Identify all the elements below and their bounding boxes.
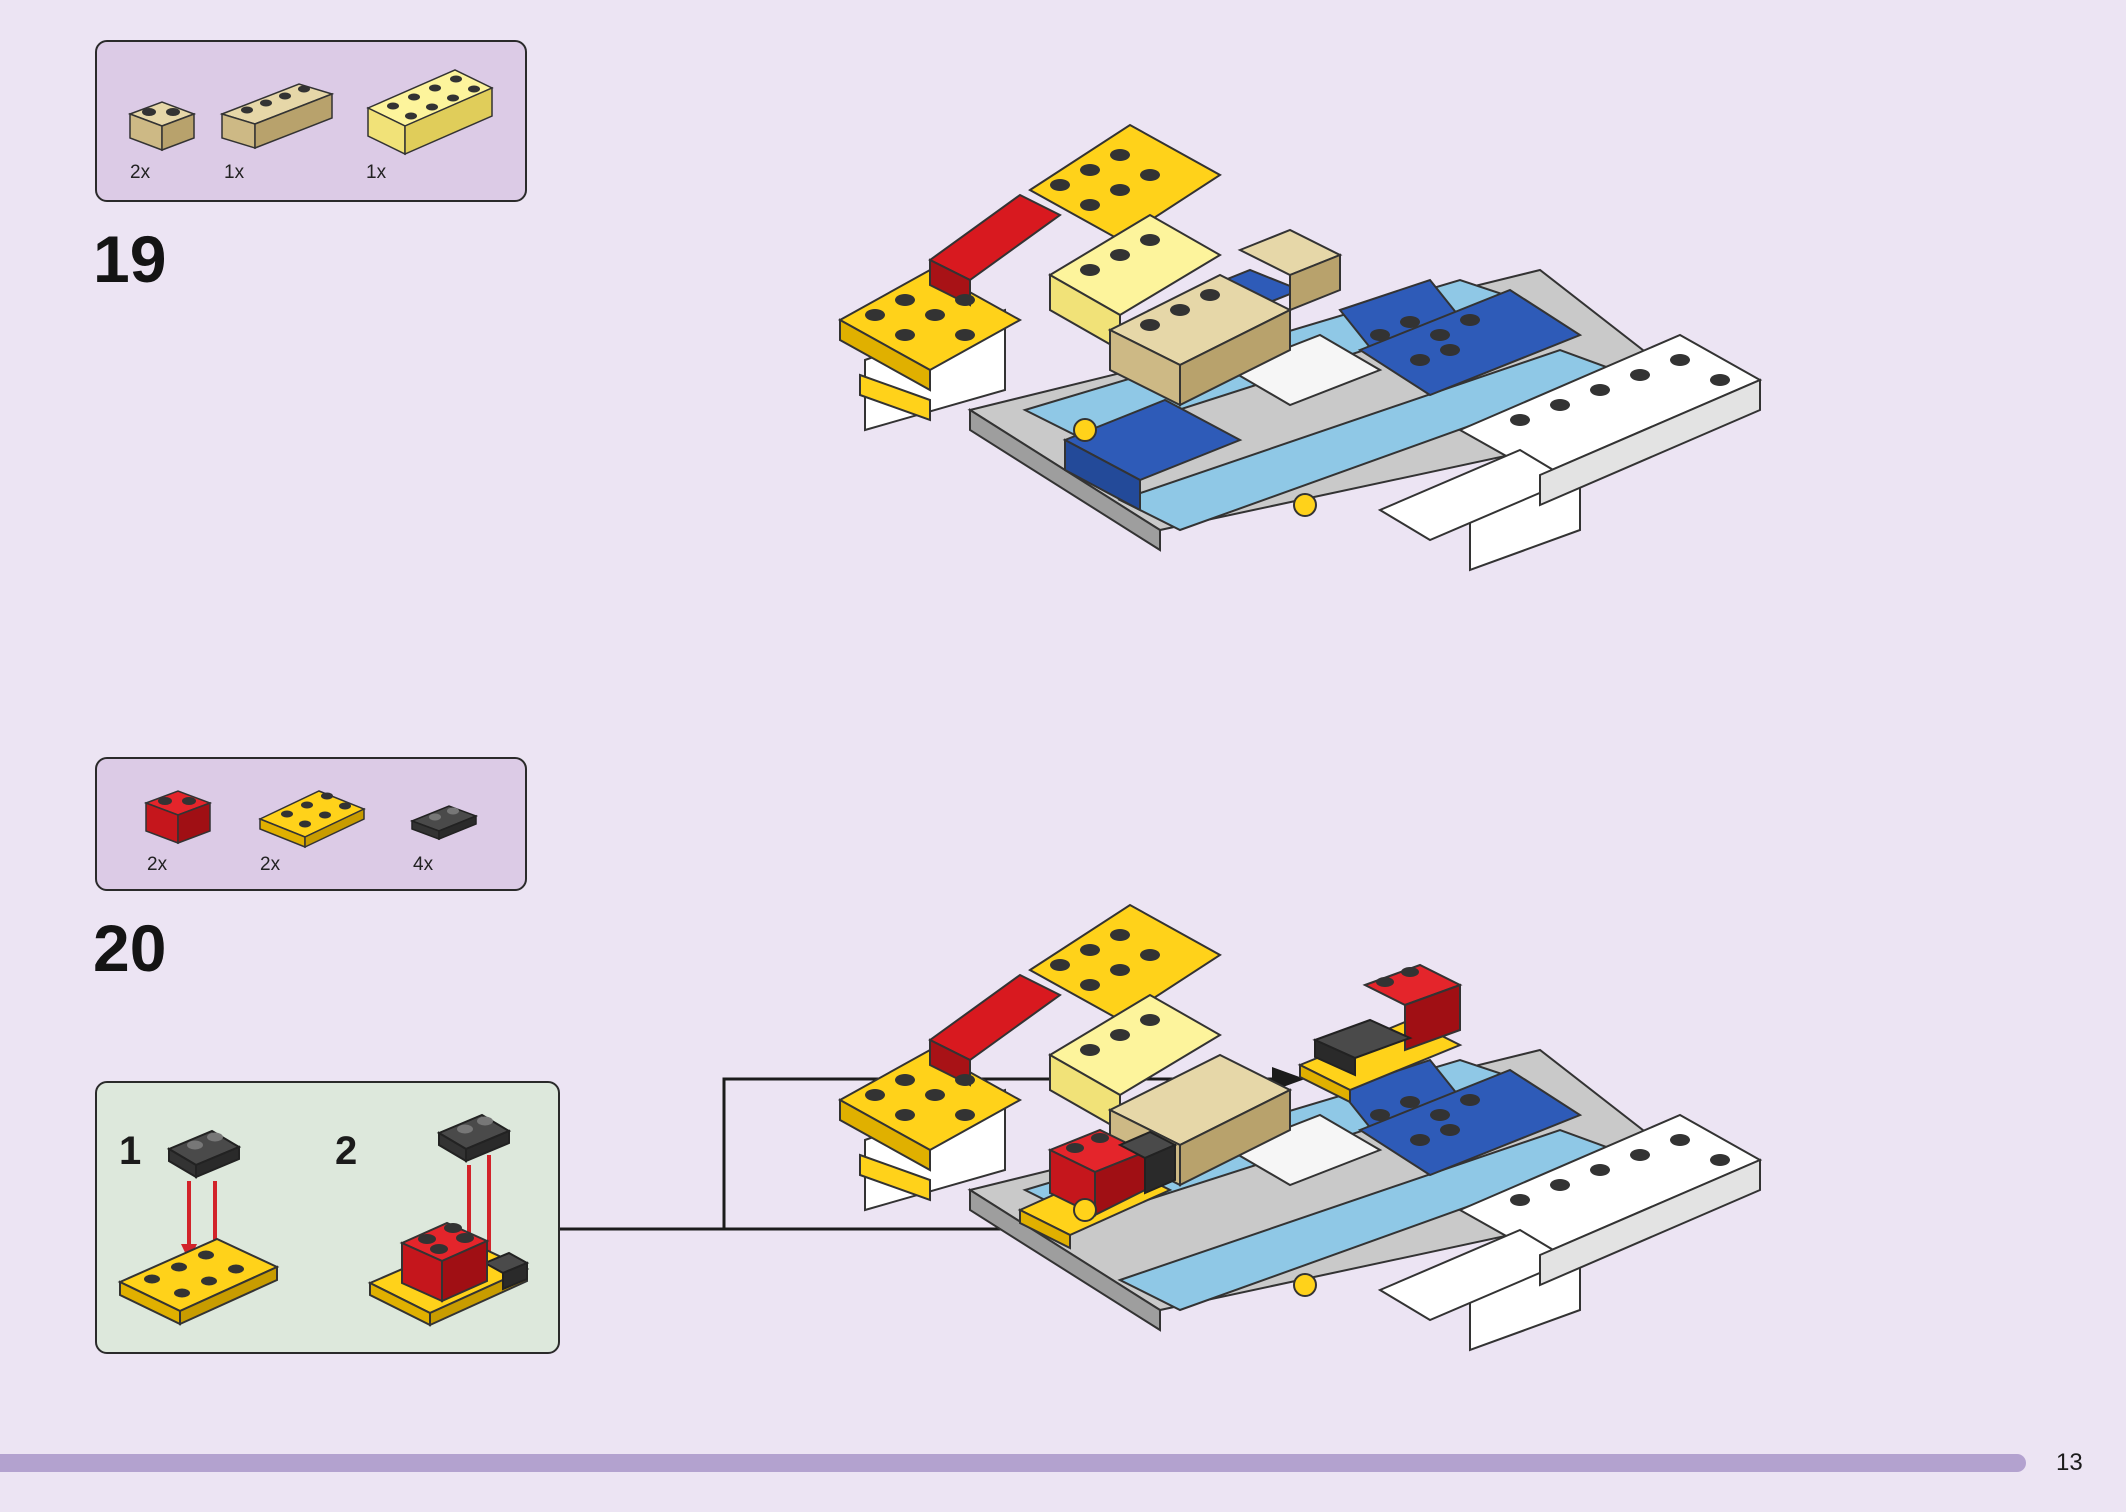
light-yellow-brick-2x4-icon xyxy=(366,69,494,156)
part-qty: 4x xyxy=(413,854,434,875)
dark-grey-plate-1x2-icon xyxy=(409,805,479,841)
substep-2-illustration xyxy=(367,1113,530,1327)
subassembly-box: 1 2 xyxy=(95,1081,560,1354)
part-qty: 1x xyxy=(224,162,245,183)
tan-brick-1x4-icon xyxy=(219,83,335,150)
step-number: 20 xyxy=(93,911,167,985)
page-number: 13 xyxy=(2056,1449,2083,1476)
part-qty: 2x xyxy=(260,854,281,875)
step-number: 19 xyxy=(93,222,167,296)
tan-brick-1x2-icon xyxy=(127,101,197,152)
parts-list-step-20: 2x 2x 4x xyxy=(95,757,527,891)
parts-list-step-19: 2x 1x 1x xyxy=(95,40,527,202)
substep-number: 2 xyxy=(335,1129,358,1173)
part-qty: 2x xyxy=(147,854,168,875)
red-brick-1x2-icon xyxy=(143,790,213,845)
part-qty: 1x xyxy=(366,162,387,183)
step-20-build-illustration xyxy=(837,903,1763,1352)
step-19-build-illustration xyxy=(837,123,1763,572)
substep-1-illustration xyxy=(117,1129,280,1326)
page-footer-bar xyxy=(0,1454,2026,1472)
substep-number: 1 xyxy=(119,1129,142,1173)
part-qty: 2x xyxy=(130,162,151,183)
yellow-plate-2x3-icon xyxy=(258,790,366,849)
